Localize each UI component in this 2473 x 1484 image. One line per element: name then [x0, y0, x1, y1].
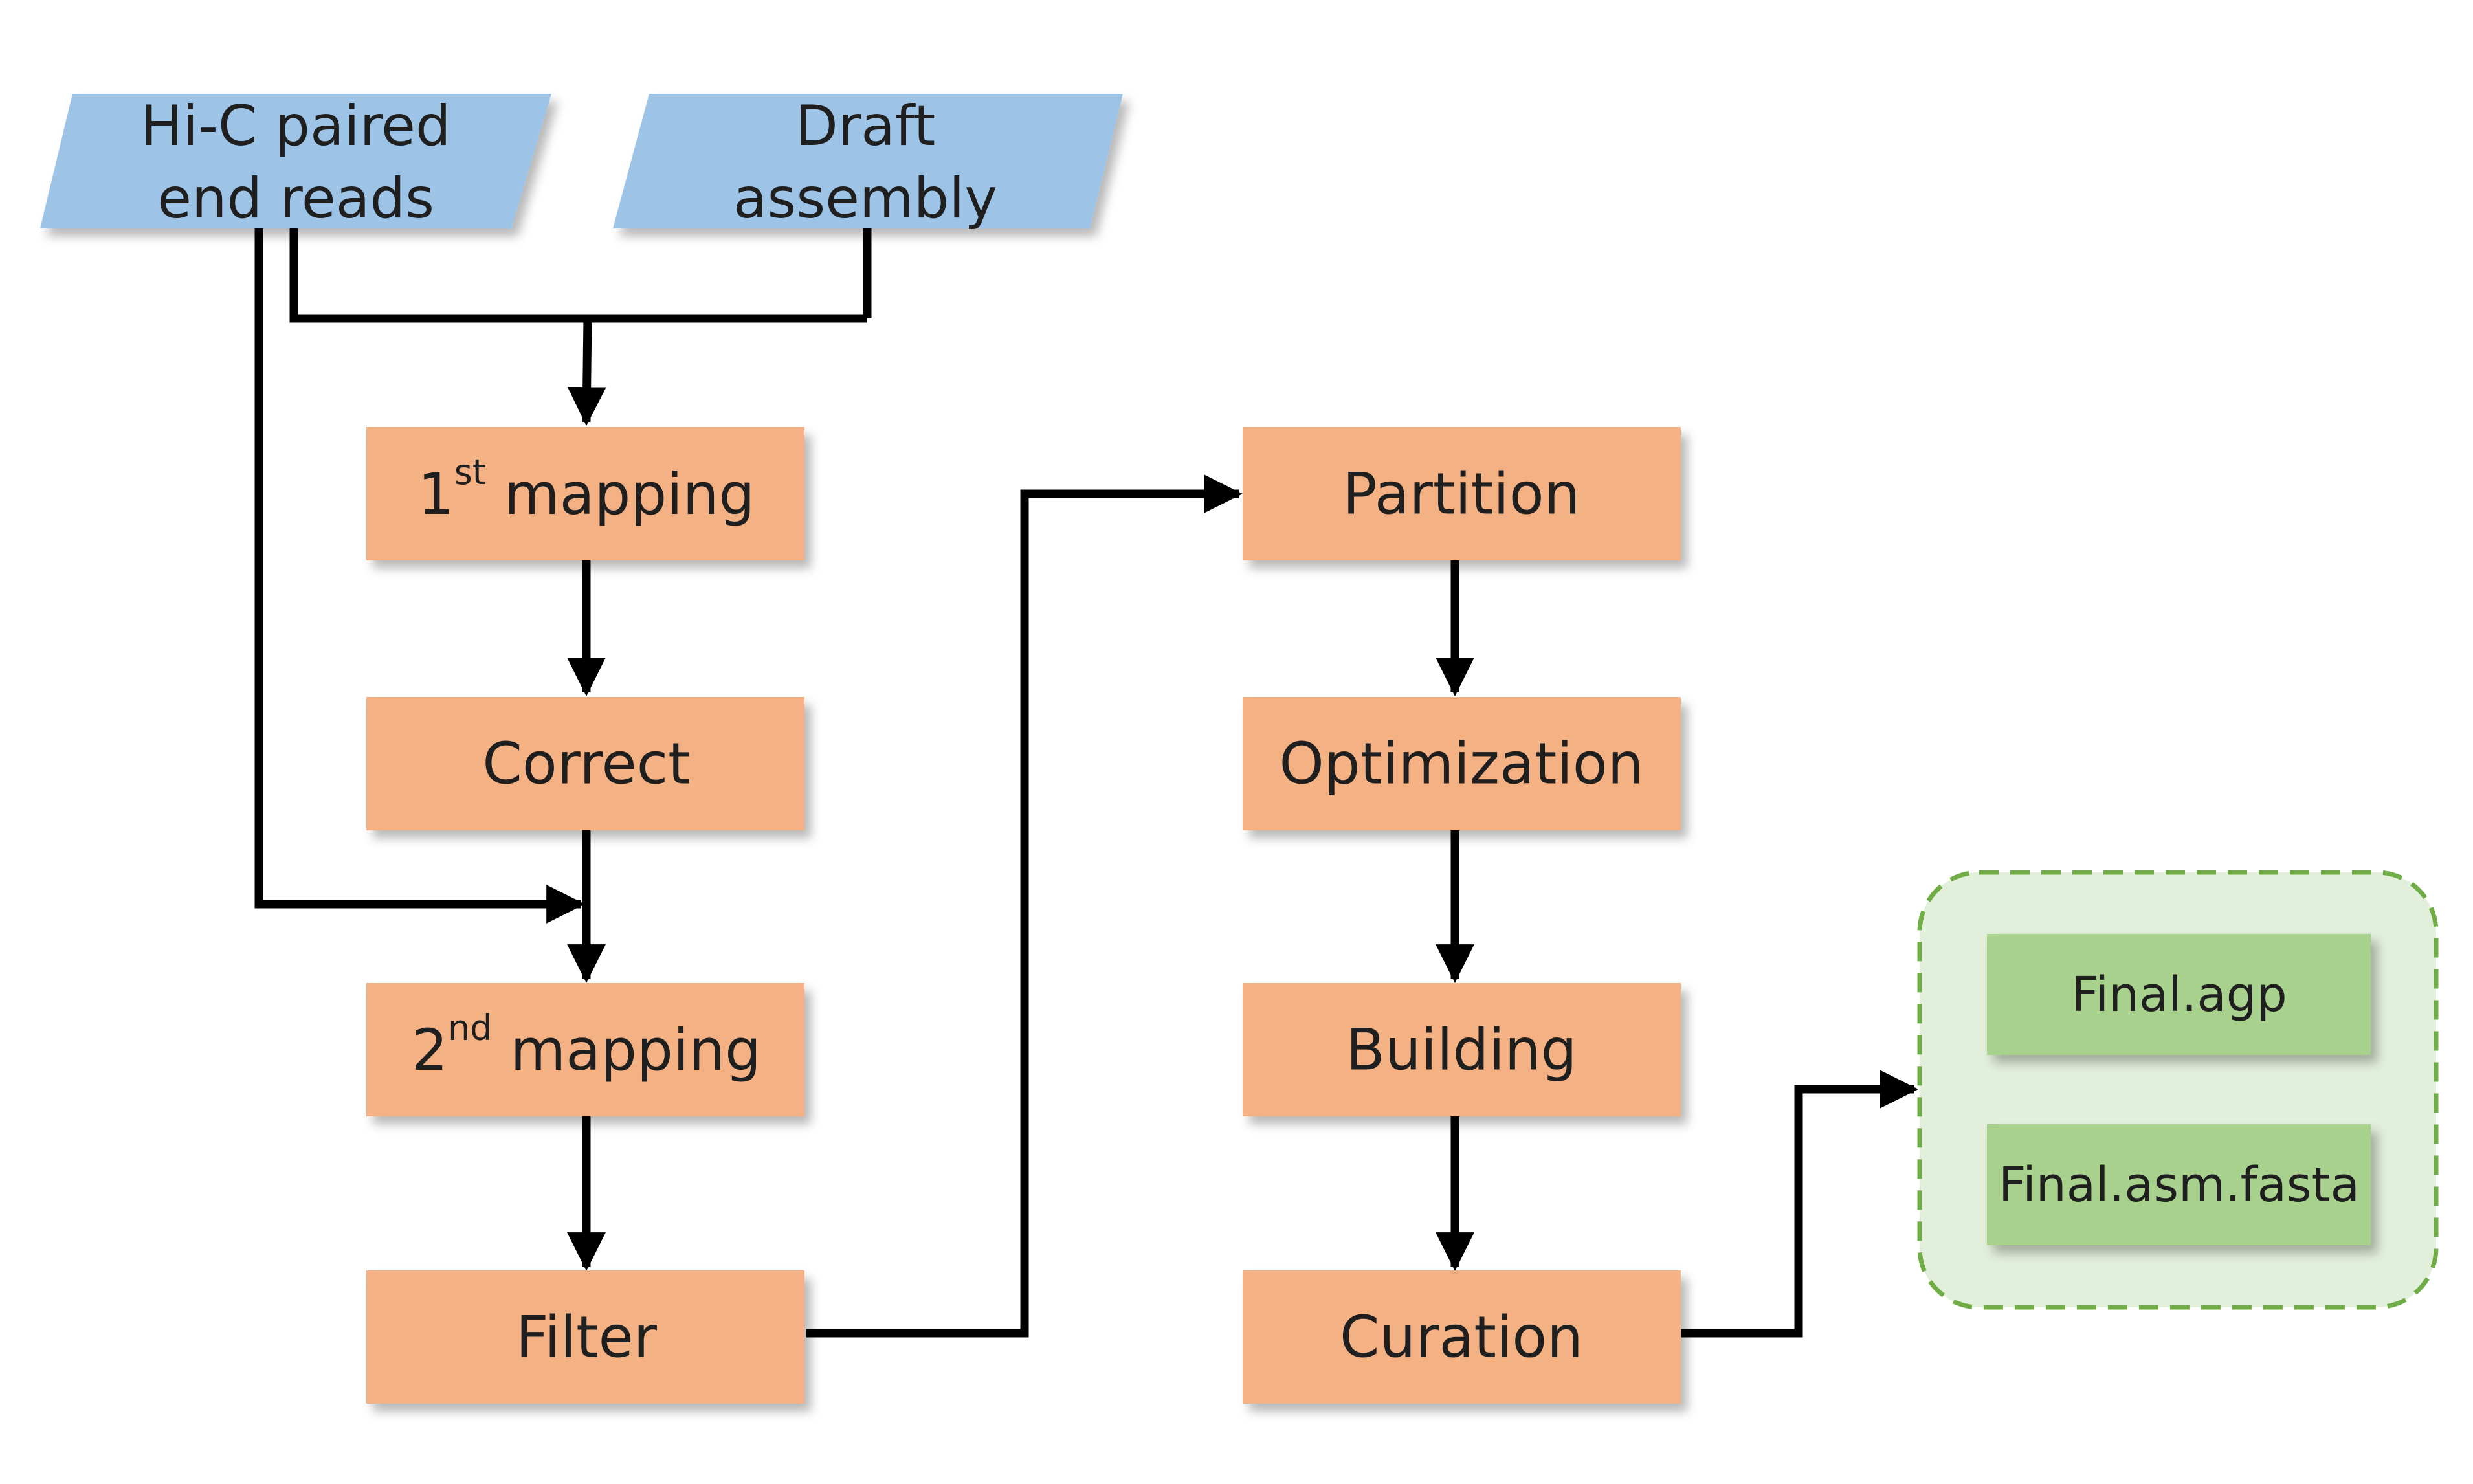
- edge-hic-to-mapping2: [254, 228, 585, 924]
- step-optimization-label: Optimization: [1280, 731, 1644, 797]
- output-final-agp-box: [1987, 934, 2371, 1055]
- input-hic-reads: Hi-C paired end reads: [40, 94, 551, 231]
- output-final-asm-fasta-label: Final.asm.fasta: [1999, 1157, 2360, 1213]
- output-final-asm-fasta: Final.asm.fasta: [1987, 1124, 2371, 1245]
- step-optimization-box: [1243, 697, 1681, 830]
- step-2nd-mapping-box: [366, 983, 804, 1116]
- connectors: [254, 228, 1918, 1338]
- step-correct-label: Correct: [482, 731, 690, 797]
- step-2nd-mapping: 2nd mapping: [366, 983, 804, 1116]
- edge-curation-to-outputs: [1679, 1070, 1918, 1338]
- step-1st-mapping-box: [366, 427, 804, 560]
- step-filter-label: Filter: [516, 1304, 658, 1371]
- edge-hic-to-merge: [289, 228, 867, 323]
- step-correct-box: [366, 697, 804, 830]
- input-hic-line2: end reads: [157, 166, 434, 231]
- output-final-asm-fasta-box: [1987, 1124, 2371, 1245]
- input-draft-line2: assembly: [733, 166, 997, 231]
- output-final-agp: Final.agp: [1987, 934, 2371, 1055]
- step-correct: Correct: [366, 697, 804, 830]
- edge-merge-to-mapping1: [567, 318, 606, 426]
- step-1st-mapping: 1st mapping: [366, 427, 804, 560]
- input-draft-assembly: Draft assembly: [613, 94, 1123, 231]
- input-draft-shape: [613, 94, 1123, 228]
- step-filter: Filter: [366, 1270, 804, 1404]
- edge-filter-to-partition: [806, 474, 1243, 1338]
- input-hic-line1: Hi-C paired: [140, 94, 450, 159]
- step-curation: Curation: [1243, 1270, 1681, 1404]
- step-curation-label: Curation: [1340, 1304, 1583, 1371]
- input-draft-line1: Draft: [795, 94, 936, 159]
- step-1st-mapping-label: 1st mapping: [418, 452, 755, 527]
- step-2nd-mapping-label: 2nd mapping: [412, 1008, 761, 1083]
- step-building-box: [1243, 983, 1681, 1116]
- step-partition: Partition: [1243, 427, 1681, 560]
- output-final-agp-label: Final.agp: [2071, 967, 2287, 1023]
- step-optimization: Optimization: [1243, 697, 1681, 830]
- step-building-label: Building: [1346, 1017, 1577, 1083]
- step-building: Building: [1243, 983, 1681, 1116]
- step-curation-box: [1243, 1270, 1681, 1404]
- step-filter-box: [366, 1270, 804, 1404]
- output-group: Final.agp Final.asm.fasta: [1917, 870, 2439, 1310]
- input-hic-shape: [40, 94, 551, 228]
- step-partition-box: [1243, 427, 1681, 560]
- step-partition-label: Partition: [1343, 461, 1580, 527]
